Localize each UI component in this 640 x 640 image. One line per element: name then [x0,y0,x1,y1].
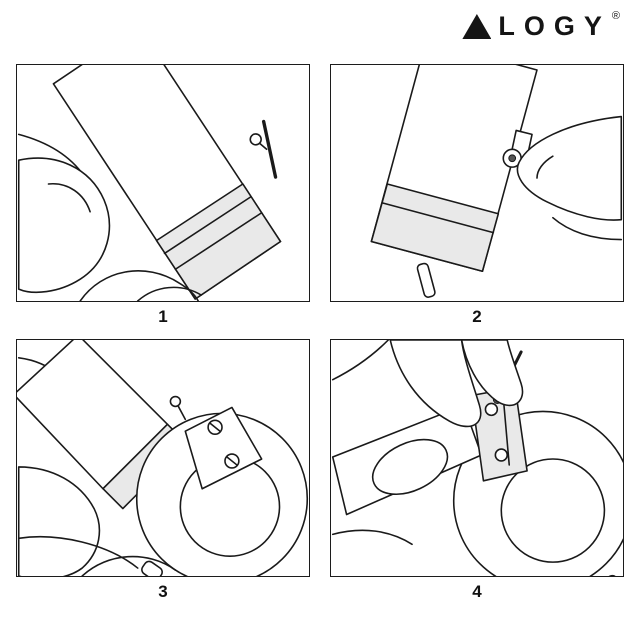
step-1-illustration [17,65,282,301]
thumb-knuckle-line [47,183,91,213]
thumb [17,466,101,576]
screw-slot [226,456,238,466]
screw-slot [209,422,221,433]
spring-bar-lever [177,405,187,421]
connector-seam-line [381,202,495,234]
watch-crown-group [141,560,163,576]
palm-outline [331,340,390,381]
finger-outline [81,555,177,576]
spring-bar-channel [502,396,511,466]
watch-crown [141,560,163,576]
pressing-fingertip [516,115,623,221]
instruction-steps-grid: 1 2 [16,64,624,604]
thumb [371,438,449,496]
wrist-outline [331,529,413,546]
screw [484,402,499,417]
step-3-panel [16,339,310,577]
step-4-illustration [331,340,623,576]
strap-end-connector [370,183,500,273]
pressing-finger [460,340,524,407]
registered-trademark-mark: ® [611,10,620,22]
thumb [17,157,111,294]
palm-outline [17,536,139,569]
step-3-number: 3 [158,582,168,601]
screw [494,448,509,462]
step-2-panel [330,64,624,302]
step-2: 2 [330,64,624,329]
step-1-number: 1 [158,307,168,326]
fingertip-crease [536,155,554,179]
finger [389,340,482,428]
logo-triangle-a: A [462,14,492,39]
watch-case-opening [500,458,606,563]
step-4-number: 4 [472,582,482,601]
step-4-panel [330,339,624,577]
spring-bar-pin [416,262,436,298]
finger-outline [79,270,199,301]
step-2-number: 2 [472,307,482,326]
step-2-illustration [370,65,623,298]
spring-bar-pin-group [416,262,436,298]
connector-seam-line [174,211,263,271]
lug-plate [184,406,263,490]
step-4: 4 [330,339,624,604]
step-3: 3 [16,339,310,604]
step-1: 1 [16,64,310,329]
step-1-panel [16,64,310,302]
finger-outline [552,216,623,241]
spring-bar-lever-ball [169,395,182,408]
spring-bar-button-center [508,154,517,163]
spring-bar-pin [261,119,278,179]
watch-crown-group [597,574,620,576]
watch-crown [597,574,620,576]
step-3-illustration [17,340,309,576]
finger-outline [136,286,202,301]
connector-seam-line [163,196,252,255]
brand-logo: A LOGY ® [462,10,620,41]
logo-brand-text: LOGY [498,11,611,41]
spring-bar-lever-ball [249,133,262,146]
spring-bar-lever [258,142,268,151]
